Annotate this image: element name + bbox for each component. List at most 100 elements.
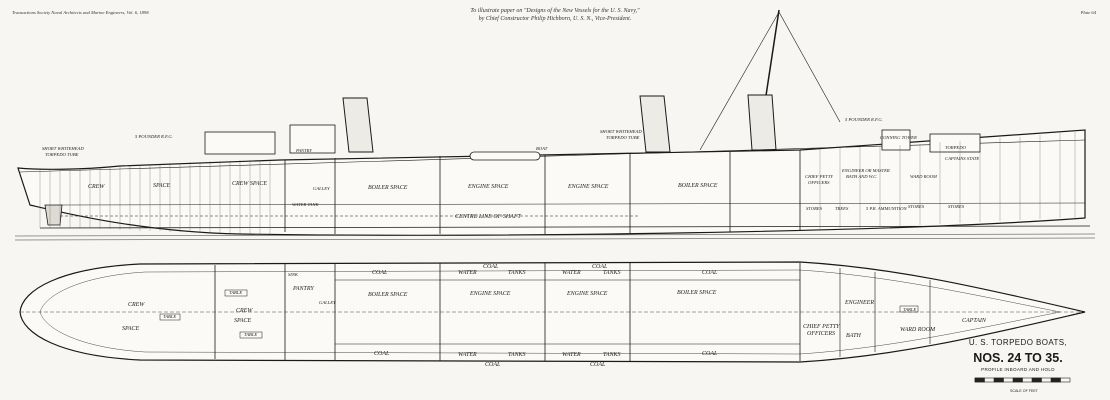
header-left: Transactions Society Naval Architects an… bbox=[12, 10, 150, 15]
label-torpedo-tube-mid: TORPEDO TUBE bbox=[606, 135, 640, 140]
plan-label-engine-aft: ENGINE SPACE bbox=[469, 291, 511, 297]
plan-label-water-top-1: WATER bbox=[458, 270, 477, 276]
plan-label-chief-petty: CHIEF PETTY bbox=[803, 324, 840, 330]
label-boat: BOAT bbox=[536, 146, 548, 151]
plan-labels: CREW SPACE TABLE TABLE TABLE CREW SPACE … bbox=[122, 264, 987, 368]
label-engine-aft: ENGINE SPACE bbox=[467, 184, 509, 190]
funnel-fwd bbox=[747, 94, 777, 151]
title-line-2: NOS. 24 TO 35. bbox=[973, 351, 1063, 365]
plan-label-boiler-aft: BOILER SPACE bbox=[368, 292, 408, 298]
plan-label-water-top-2: WATER bbox=[562, 270, 581, 276]
label-torpedo-tube-aft: TORPEDO TUBE bbox=[45, 152, 79, 157]
plate-number: Plate 64 bbox=[1080, 10, 1096, 15]
label-ammunition: 5 P.R. AMMUNITION bbox=[866, 206, 908, 211]
plan-label-coal-top-3: COAL bbox=[592, 264, 608, 270]
label-centre-line: CENTRE LINE OF SHAFT bbox=[455, 214, 521, 220]
boat bbox=[469, 151, 541, 161]
plan-label-table-3: TABLE bbox=[163, 314, 176, 319]
plan-label-ward-room: WARD ROOM bbox=[900, 327, 936, 333]
header-center-line1: To illustrate paper on "Designs of the N… bbox=[470, 8, 640, 14]
label-short-whitehead-aft: SHORT WHITEHEAD bbox=[42, 146, 84, 151]
label-ward-room: WARD ROOM bbox=[910, 174, 938, 179]
conning-tower bbox=[881, 129, 911, 151]
label-trees: TREES bbox=[835, 206, 849, 211]
frame-lines bbox=[39, 132, 1076, 234]
label-stores-3: STORES bbox=[948, 204, 965, 209]
plan-view bbox=[19, 261, 1086, 363]
label-boiler-fwd: BOILER SPACE bbox=[678, 183, 718, 189]
label-stores-2: STORES bbox=[908, 204, 925, 209]
plan-label-coal-bot-4: COAL bbox=[702, 351, 718, 357]
rudder bbox=[44, 204, 63, 226]
plan-label-coal-top-2: COAL bbox=[483, 264, 499, 270]
plan-label-coal-bot-2: COAL bbox=[485, 362, 501, 368]
label-water-tank: WATER TANK bbox=[292, 202, 320, 207]
keel-line bbox=[39, 225, 1091, 229]
plan-label-coal-bot-1: COAL bbox=[374, 351, 390, 357]
label-captains-state: CAPTAINS STATE bbox=[945, 156, 979, 161]
plan-label-table-2: TABLE bbox=[244, 332, 257, 337]
plan-label-boiler-fwd: BOILER SPACE bbox=[677, 290, 717, 296]
label-pantry: PANTRY bbox=[295, 148, 312, 153]
plan-label-pantry: PANTRY bbox=[292, 286, 314, 292]
label-engine-fwd: ENGINE SPACE bbox=[567, 184, 609, 190]
plan-label-water-bot-1: WATER bbox=[458, 352, 477, 358]
plan-label-engine-fwd: ENGINE SPACE bbox=[566, 291, 608, 297]
plan-label-space: SPACE bbox=[122, 326, 140, 332]
frame-ruler bbox=[14, 233, 1096, 241]
label-chief-petty: CHIEF PETTY bbox=[805, 174, 833, 179]
plan-label-galley: GALLEY bbox=[319, 300, 336, 305]
label-stores-1: STORES bbox=[806, 206, 823, 211]
label-gun-fwd: 5 POUNDER R.F.G. bbox=[845, 117, 883, 122]
plan-label-coal-top-1: COAL bbox=[372, 270, 388, 276]
plan-label-engineer: ENGINEER bbox=[844, 300, 874, 306]
label-galley: GALLEY bbox=[313, 186, 330, 191]
plan-label-crew-2: CREW bbox=[236, 308, 253, 314]
scale-label: SCALE OF FEET bbox=[1010, 389, 1038, 393]
mast-stay-2 bbox=[778, 11, 841, 123]
plan-label-water-bot-2: WATER bbox=[562, 352, 581, 358]
title-block: U. S. TORPEDO BOATS, NOS. 24 TO 35. PROF… bbox=[958, 338, 1078, 372]
label-engineer-room: ENGINEER OR MASTER bbox=[841, 168, 890, 173]
plan-label-table-fwd: TABLE bbox=[903, 307, 916, 312]
plan-label-space-2: SPACE bbox=[234, 318, 252, 324]
profile-labels: SHORT WHITEHEAD TORPEDO TUBE 5 POUNDER R… bbox=[42, 117, 979, 220]
plan-label-table-1: TABLE bbox=[229, 290, 242, 295]
aft-deckhouse bbox=[204, 131, 276, 155]
title-line-1: U. S. TORPEDO BOATS, bbox=[968, 338, 1068, 347]
label-crew-space: CREW SPACE bbox=[232, 181, 267, 187]
funnel-aft bbox=[342, 97, 374, 153]
label-short-whitehead-mid: SHORT WHITEHEAD bbox=[600, 129, 642, 134]
label-boiler-aft: BOILER SPACE bbox=[368, 185, 408, 191]
pantry-house bbox=[289, 124, 336, 154]
plan-label-tanks-bot-1: TANKS bbox=[508, 352, 526, 358]
label-officers: OFFICERS bbox=[808, 180, 830, 185]
label-space: SPACE bbox=[153, 183, 171, 189]
plan-label-tanks-bot-2: TANKS bbox=[603, 352, 621, 358]
plan-inner-line bbox=[39, 269, 1061, 355]
profile-view bbox=[17, 9, 1091, 236]
plan-label-sink: SINK bbox=[288, 272, 299, 277]
plan-label-crew: CREW bbox=[128, 302, 145, 308]
lower-deck-line bbox=[59, 202, 1086, 206]
label-conning-tower: CONNING TOWER bbox=[880, 135, 917, 140]
profile-hull bbox=[17, 129, 1086, 236]
plan-label-coal-bot-3: COAL bbox=[590, 362, 606, 368]
mast-stay bbox=[699, 11, 780, 151]
label-torpedo: TORPEDO bbox=[945, 145, 967, 150]
scale-bar bbox=[974, 377, 1071, 383]
label-gun-aft: 5 POUNDER R.F.G. bbox=[135, 134, 173, 139]
plan-label-bath: BATH bbox=[846, 333, 861, 339]
title-line-3: PROFILE INBOARD AND HOLD bbox=[981, 367, 1055, 372]
plan-label-tanks-top-2: TANKS bbox=[603, 270, 621, 276]
header-center: To illustrate paper on "Designs of the N… bbox=[0, 7, 1110, 23]
header-center-line2: by Chief Constructor Philip Hichborn, U.… bbox=[478, 16, 632, 22]
plan-label-coal-top-4: COAL bbox=[702, 270, 718, 276]
funnel-mid bbox=[639, 95, 671, 153]
plan-label-officers: OFFICERS bbox=[807, 331, 835, 337]
label-crew: CREW bbox=[88, 184, 105, 190]
plan-label-captain: CAPTAIN bbox=[962, 318, 987, 324]
label-bath-wc: BATH AND W.C. bbox=[846, 174, 877, 179]
plan-label-tanks-top-1: TANKS bbox=[508, 270, 526, 276]
